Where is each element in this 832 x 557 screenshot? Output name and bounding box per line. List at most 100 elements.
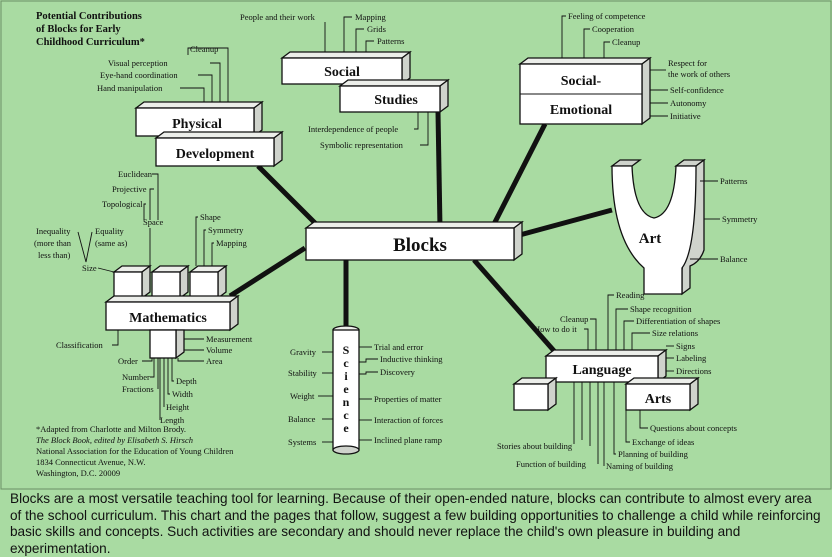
svg-text:Questions about concepts: Questions about concepts [650,423,737,433]
svg-text:Equality: Equality [95,226,125,236]
science-pillar: S c i e n c e [332,325,360,455]
svg-text:(more than: (more than [34,238,72,248]
svg-text:Discovery: Discovery [380,367,416,377]
center-label: Blocks [393,235,447,256]
svg-text:Inequality: Inequality [36,226,71,236]
svg-text:Initiative: Initiative [670,111,701,121]
svg-text:*Adapted from Charlotte and Mi: *Adapted from Charlotte and Milton Brody… [36,424,186,434]
svg-text:Eye-hand coordination: Eye-hand coordination [100,70,178,80]
svg-text:Length: Length [160,415,185,425]
svg-text:Depth: Depth [176,376,198,386]
svg-text:Topological: Topological [102,199,143,209]
svg-text:Shape: Shape [200,212,221,222]
svg-text:Social: Social [324,65,360,80]
svg-text:Number: Number [122,372,150,382]
svg-text:Projective: Projective [112,184,147,194]
svg-text:S: S [343,343,350,357]
svg-text:Feeling of competence: Feeling of competence [568,11,646,21]
svg-text:Stability: Stability [288,368,318,378]
svg-text:Mapping: Mapping [355,12,386,22]
svg-text:Measurement: Measurement [206,334,253,344]
svg-text:c: c [343,356,349,370]
svg-text:1834 Connecticut Avenue, N.W.: 1834 Connecticut Avenue, N.W. [36,457,146,467]
svg-text:Physical: Physical [172,117,222,132]
svg-text:Properties of matter: Properties of matter [374,394,442,404]
svg-text:Planning of building: Planning of building [618,449,689,459]
language-labels: Reading Shape recognition Differentiatio… [497,290,737,471]
svg-text:Area: Area [206,356,223,366]
svg-text:Inclined plane ramp: Inclined plane ramp [374,435,442,445]
svg-text:Mapping: Mapping [216,238,247,248]
svg-text:Directions: Directions [676,366,711,376]
art-labels: Patterns Symmetry Balance [690,176,758,264]
svg-text:Symmetry: Symmetry [208,225,244,235]
svg-text:Cleanup: Cleanup [612,37,640,47]
svg-text:How to do it: How to do it [534,324,577,334]
svg-text:National Association for the E: National Association for the Education o… [36,446,234,456]
spoke-art [515,207,613,239]
art-block: Art [610,158,706,296]
spoke-social-emotional [489,122,548,230]
svg-text:less than): less than) [38,250,71,260]
svg-text:(same as): (same as) [95,238,128,248]
svg-text:Visual perception: Visual perception [108,58,168,68]
diagram-frame [0,0,832,490]
spoke-mathematics [228,245,307,299]
spoke-social [435,111,443,229]
science-labels: Gravity Stability Weight Balance Systems… [288,342,443,447]
svg-text:People and their work: People and their work [240,12,316,22]
svg-text:Emotional: Emotional [550,103,612,118]
svg-text:Mathematics: Mathematics [129,311,207,326]
svg-text:Balance: Balance [288,414,316,424]
svg-text:the work of others: the work of others [668,69,730,79]
footnote: *Adapted from Charlotte and Milton Brody… [36,424,234,478]
svg-text:Labeling: Labeling [676,353,707,363]
svg-text:Shape recognition: Shape recognition [630,304,692,314]
svg-text:Cooperation: Cooperation [592,24,635,34]
svg-text:Arts: Arts [645,392,672,407]
svg-text:Size: Size [82,263,97,273]
svg-text:Size relations: Size relations [652,328,698,338]
svg-text:Fractions: Fractions [122,384,154,394]
svg-text:Patterns: Patterns [377,36,404,46]
caption-text: Blocks are a most versatile teaching too… [10,491,821,556]
svg-text:Art: Art [639,231,662,247]
svg-text:Autonomy: Autonomy [670,98,707,108]
language-arts-block: Language Arts [512,348,700,412]
svg-text:Stories about building: Stories about building [497,441,573,451]
svg-text:Language: Language [572,363,631,378]
svg-text:Hand manipulation: Hand manipulation [97,83,163,93]
svg-text:Respect for: Respect for [668,58,707,68]
svg-text:Systems: Systems [288,437,316,447]
svg-text:Signs: Signs [676,341,695,351]
svg-text:Euclidean: Euclidean [118,169,153,179]
physical-labels: Cleanup Visual perception Eye-hand coord… [97,44,229,102]
svg-text:n: n [343,395,350,409]
mathematics-block: Mathematics [104,264,240,360]
svg-text:Interdependence of people: Interdependence of people [308,124,398,134]
svg-text:Development: Development [176,147,255,162]
svg-text:c: c [343,408,349,422]
svg-text:Height: Height [166,402,190,412]
svg-text:of Blocks for Early: of Blocks for Early [36,24,121,35]
diagram-title: Potential Contributions of Blocks for Ea… [36,11,145,48]
social-labels: People and their work Mapping Grids Patt… [240,12,429,150]
physical-development-box: Physical Development [134,100,284,168]
svg-text:Cleanup: Cleanup [190,44,218,54]
svg-text:Patterns: Patterns [720,176,747,186]
spoke-language [472,258,557,354]
center-blocks-box: Blocks [304,220,524,262]
svg-text:e: e [343,421,349,435]
mathematics-labels: Euclidean Projective Topological Space S… [34,169,253,425]
svg-text:Space: Space [143,217,164,227]
svg-text:Symmetry: Symmetry [722,214,758,224]
spoke-physical [256,164,320,228]
svg-text:The Block Book, edited by Elis: The Block Book, edited by Elisabeth S. H… [36,435,193,445]
svg-text:Childhood Curriculum*: Childhood Curriculum* [36,37,145,48]
svg-text:i: i [344,369,348,383]
svg-text:Exchange of ideas: Exchange of ideas [632,437,694,447]
svg-text:Inductive thinking: Inductive thinking [380,354,443,364]
svg-text:Grids: Grids [367,24,386,34]
svg-text:Potential Contributions: Potential Contributions [36,11,142,22]
